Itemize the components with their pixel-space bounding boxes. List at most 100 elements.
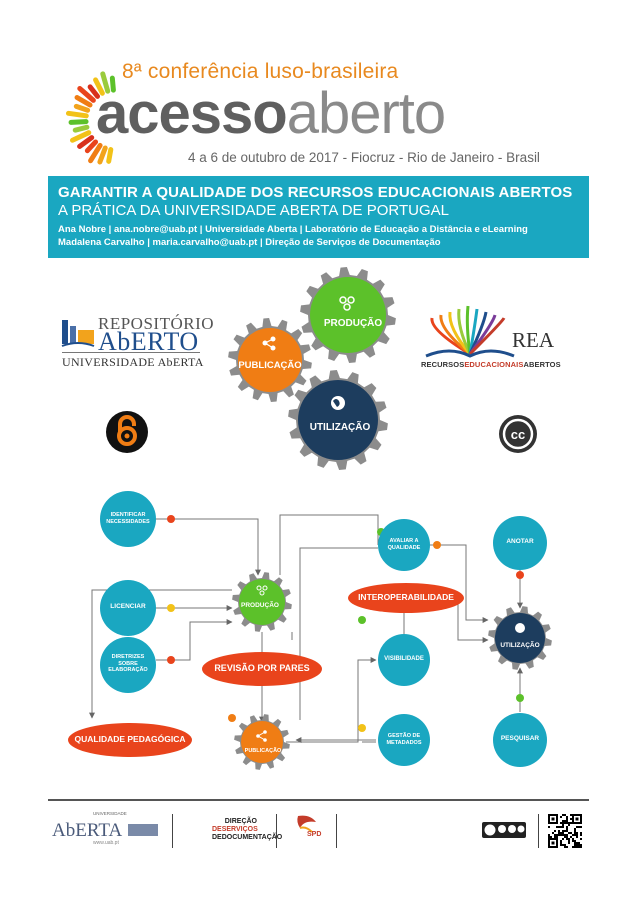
connector-dots bbox=[167, 515, 524, 732]
sunburst-ray bbox=[72, 124, 90, 133]
small-publicacao-share-icon bbox=[256, 730, 267, 742]
node-gestao-label: GESTÃO DE METADADOS bbox=[386, 733, 422, 746]
gear-core bbox=[238, 328, 302, 392]
gear-publicacao-label: PUBLICAÇÃO bbox=[238, 360, 302, 371]
title-banner: GARANTIR A QUALIDADE DOS RECURSOS EDUCAC… bbox=[48, 176, 589, 258]
sunburst-ray bbox=[65, 110, 89, 119]
qr-modules bbox=[548, 814, 582, 848]
footer-ds-logo: DIREÇÃO DESERVIÇOS DEDOCUMENTAÇÃO bbox=[212, 818, 283, 842]
universidade-aberta-label: UNIVERSIDADE AbERTA bbox=[62, 355, 204, 369]
conference-title: acessoaberto bbox=[96, 81, 446, 146]
rea-rainbow-logo bbox=[425, 305, 515, 358]
ds-line-2: DESERVIÇOS bbox=[212, 826, 258, 833]
small-gear-producao bbox=[232, 572, 292, 632]
workflow-diagram bbox=[68, 491, 552, 770]
author-line-1: Ana Nobre | ana.nobre@uab.pt | Universid… bbox=[58, 224, 528, 235]
sunburst-ray bbox=[77, 135, 95, 149]
rea-label: REA bbox=[512, 328, 554, 352]
footer-spd-label: SPD bbox=[307, 831, 322, 838]
repositorio-book-icon bbox=[61, 320, 95, 347]
gear-small-publicacao-label: PUBLICAÇÃO bbox=[244, 748, 282, 754]
node-visibilidade-label: VISIBILIDADE bbox=[384, 656, 424, 662]
rea-ray bbox=[465, 305, 472, 355]
sunburst-ray bbox=[97, 145, 108, 165]
small-gear-utilizacao bbox=[488, 606, 552, 670]
repo-divider bbox=[62, 352, 200, 353]
sunburst-ray bbox=[93, 77, 105, 96]
conference-subtitle: 8ª conferência luso-brasileira bbox=[122, 60, 399, 83]
oval-revisao-label: REVISÃO POR PARES bbox=[214, 663, 310, 673]
conference-date-location: 4 a 6 de outubro de 2017 - Fiocruz - Rio… bbox=[188, 150, 540, 165]
conference-sunburst-logo bbox=[65, 71, 116, 165]
gear-small-producao-label: PRODUÇÃO bbox=[241, 602, 279, 609]
node-licenciar-label: LICENCIAR bbox=[110, 603, 146, 610]
open-access-icon bbox=[106, 411, 148, 453]
gear-utilizacao-globe-icon bbox=[331, 396, 345, 410]
title-acesso: acesso bbox=[96, 81, 288, 146]
footer-divider bbox=[48, 799, 589, 801]
sunburst-ray bbox=[68, 119, 89, 125]
sunburst-ray bbox=[106, 147, 114, 164]
creative-commons-icon: cc bbox=[499, 415, 537, 453]
ds-line-3: DEDOCUMENTAÇÃO bbox=[212, 834, 283, 841]
author-line-2: Madalena Carvalho | maria.carvalho@uab.p… bbox=[58, 237, 441, 248]
gear-producao-icon bbox=[339, 296, 355, 311]
footer-aberta-logo: AbERTA bbox=[52, 820, 123, 841]
node-pesquisar-label: PESQUISAR bbox=[500, 735, 540, 742]
gear-producao-label: PRODUÇÃO bbox=[323, 318, 383, 329]
sunburst-rays bbox=[65, 71, 116, 165]
qr-code-icon bbox=[548, 814, 582, 848]
footer-sep-2 bbox=[276, 814, 277, 848]
teal-nodes bbox=[100, 491, 547, 767]
sunburst-ray bbox=[100, 71, 111, 94]
big-gears bbox=[228, 267, 396, 470]
gear-utilizacao-label: UTILIZAÇÃO bbox=[309, 422, 371, 433]
node-identificar-label: IDENTIFICAR NECESSIDADES bbox=[106, 512, 150, 525]
repositorio-label: REPOSITÓRIO bbox=[98, 314, 215, 333]
rea-ray bbox=[468, 317, 506, 356]
footer-url: www.uab.pt bbox=[93, 840, 119, 846]
sunburst-ray bbox=[69, 130, 92, 143]
gear-core bbox=[298, 380, 378, 460]
small-gears bbox=[232, 572, 552, 770]
ds-line-1: DIREÇÃO bbox=[224, 818, 257, 825]
gears-cluster bbox=[228, 267, 396, 470]
oval-shapes bbox=[68, 583, 464, 757]
small-utilizacao-globe-icon bbox=[515, 623, 525, 633]
cc-text: cc bbox=[511, 427, 525, 442]
rea-rays bbox=[430, 305, 506, 356]
sunburst-ray bbox=[73, 103, 91, 113]
oval-qualidade-label: QUALIDADE PEDAGÓGICA bbox=[74, 734, 186, 744]
node-anotar-label: ANOTAR bbox=[506, 538, 534, 545]
rea-educacionais: EDUCACIONAIS bbox=[464, 360, 524, 369]
node-avaliar-label: AVALIAR A QUALIDADE bbox=[387, 538, 421, 551]
oval-interoperabilidade-label: INTEROPERABILIDADE bbox=[358, 592, 454, 602]
gear-core bbox=[310, 277, 386, 353]
rea-abertos: ABERTOS bbox=[523, 360, 561, 369]
small-producao-icon bbox=[256, 585, 268, 596]
sunburst-ray bbox=[74, 95, 93, 108]
sunburst-ray bbox=[109, 75, 116, 93]
rea-full-label: RECURSOSEDUCACIONAISABERTOS bbox=[421, 360, 561, 369]
cc-license-badge-icon bbox=[482, 822, 526, 838]
footer-sep-1 bbox=[172, 814, 173, 848]
small-gear-publicacao bbox=[234, 714, 290, 770]
poster-subtitle: A PRÁTICA DA UNIVERSIDADE ABERTA DE PORT… bbox=[58, 202, 449, 219]
sunburst-ray bbox=[88, 142, 103, 164]
sunburst-ray bbox=[87, 84, 101, 99]
sunburst-ray bbox=[84, 139, 99, 154]
poster-title: GARANTIR A QUALIDADE DOS RECURSOS EDUCAC… bbox=[58, 184, 573, 201]
spd-logo-icon bbox=[297, 815, 316, 833]
node-diretrizes-label: DIRETRIZES SOBRE ELABORAÇÃO bbox=[108, 654, 148, 673]
footer-sep-4 bbox=[538, 814, 539, 848]
title-aberto: aberto bbox=[286, 81, 446, 146]
gear-publicacao-share-icon bbox=[262, 336, 276, 351]
connector-lines bbox=[89, 514, 523, 743]
sunburst-ray bbox=[77, 86, 96, 103]
gear-small-utilizacao-label: UTILIZAÇÃO bbox=[500, 642, 540, 649]
footer-univ-small: UNIVERSIDADE bbox=[93, 811, 127, 816]
footer-aberta-bar bbox=[128, 824, 158, 836]
footer-sep-3 bbox=[336, 814, 337, 848]
rea-recursos: RECURSOS bbox=[421, 360, 465, 369]
repositorio-aberto-label: AbERTO bbox=[98, 327, 199, 356]
